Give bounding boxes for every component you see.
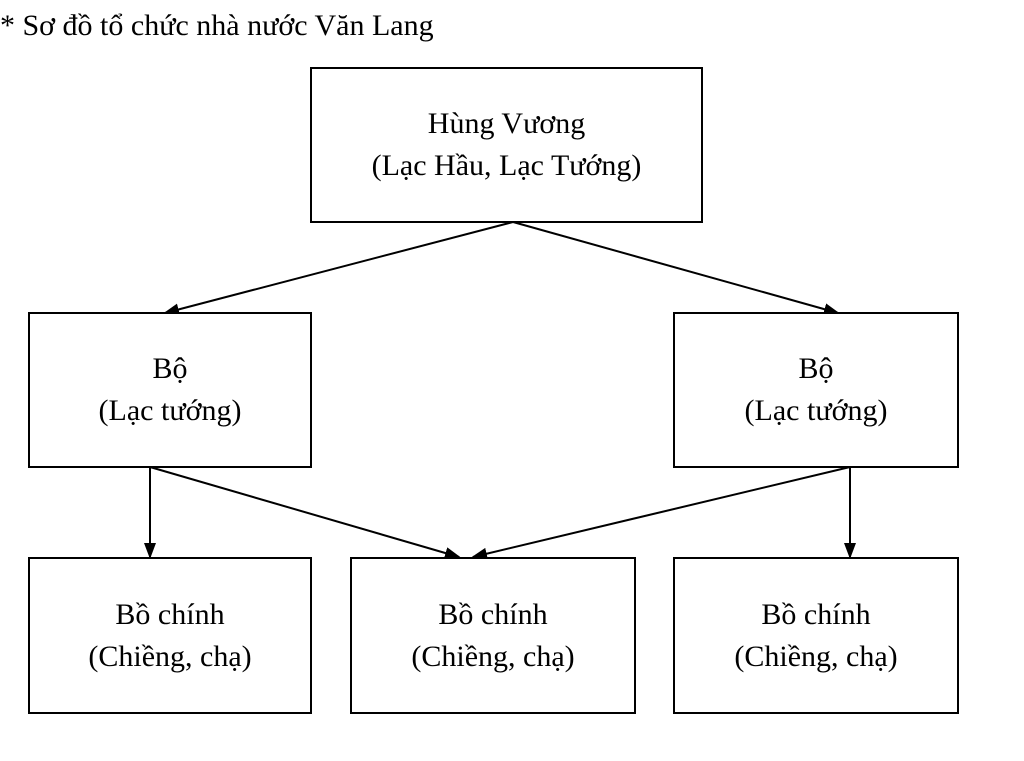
node-hung-vuong-subtitle: (Lạc Hầu, Lạc Tướng) xyxy=(371,149,642,182)
node-bochinh-left: Bồ chính (Chiềng, chạ) xyxy=(28,557,312,714)
node-hung-vuong-title: Hùng Vương xyxy=(427,107,586,140)
node-bo-right-title: Bộ xyxy=(798,352,834,385)
node-bochinh-middle-subtitle: (Chiềng, chạ) xyxy=(411,639,575,673)
edge-bo-left-to-bochinh-middle xyxy=(149,466,461,559)
node-bo-left: Bộ (Lạc tướng) xyxy=(28,312,312,468)
node-bochinh-middle-title: Bồ chính xyxy=(438,597,548,631)
node-bochinh-left-subtitle: (Chiềng, chạ) xyxy=(88,639,252,673)
node-bochinh-left-title: Bồ chính xyxy=(115,597,225,631)
page-title: * Sơ đồ tổ chức nhà nước Văn Lang xyxy=(0,9,434,42)
node-bochinh-right-subtitle: (Chiềng, chạ) xyxy=(734,639,898,673)
node-bo-left-subtitle: (Lạc tướng) xyxy=(98,394,242,427)
node-bochinh-middle: Bồ chính (Chiềng, chạ) xyxy=(350,557,636,714)
node-bochinh-right: Bồ chính (Chiềng, chạ) xyxy=(673,557,959,714)
node-bo-left-title: Bộ xyxy=(152,352,188,385)
node-hung-vuong: Hùng Vương (Lạc Hầu, Lạc Tướng) xyxy=(310,67,703,223)
edge-king-to-bo-right xyxy=(512,221,840,316)
node-bochinh-right-title: Bồ chính xyxy=(761,597,871,631)
node-bo-right-subtitle: (Lạc tướng) xyxy=(744,394,888,427)
edge-king-to-bo-left xyxy=(163,221,514,316)
edge-bo-right-to-bochinh-middle xyxy=(471,466,851,560)
node-bo-right: Bộ (Lạc tướng) xyxy=(673,312,959,468)
